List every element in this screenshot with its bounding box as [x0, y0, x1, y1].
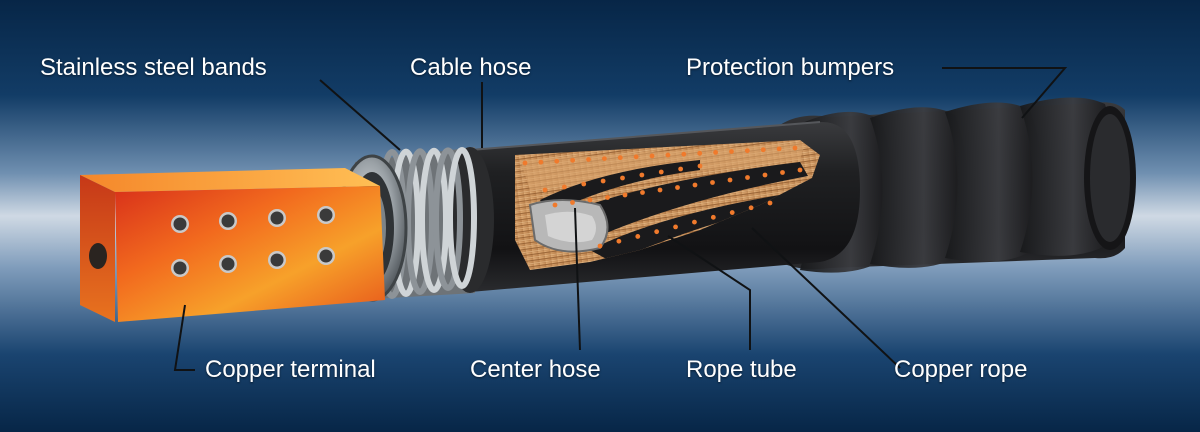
label-rope-tube: Rope tube — [686, 356, 797, 383]
rope-dot — [665, 152, 671, 158]
rope-dot — [797, 167, 803, 173]
rope-dot — [633, 154, 639, 160]
rope-dot — [597, 243, 603, 249]
rope-dot — [602, 156, 607, 161]
rope-dot — [697, 150, 703, 156]
steel-band-ring — [433, 147, 463, 291]
rope-dot — [697, 163, 703, 169]
terminal-hole — [171, 259, 189, 277]
rope-dot — [675, 185, 680, 190]
terminal-hole — [317, 206, 335, 224]
rope-dot — [542, 187, 548, 193]
rope-dot — [678, 166, 684, 172]
rope-dot — [776, 146, 782, 152]
label-stainless-steel-bands: Stainless steel bands — [40, 54, 267, 81]
label-copper-terminal: Copper terminal — [205, 356, 376, 383]
leader-lines — [173, 67, 1068, 371]
rope-dot — [635, 234, 641, 239]
rope-dot — [622, 192, 628, 198]
rope-dot — [587, 197, 593, 203]
terminal-hole — [317, 247, 335, 265]
copper-terminal — [80, 168, 385, 322]
rope-dot — [657, 187, 663, 193]
rope-dot — [538, 159, 544, 165]
rope-dot — [713, 150, 718, 155]
terminal-hole — [219, 212, 237, 230]
rope-dot — [745, 175, 750, 180]
rope-dot — [792, 145, 798, 151]
rope-dot — [654, 229, 660, 235]
rope-dot — [640, 190, 645, 195]
rope-dot — [681, 151, 687, 157]
rope-dot — [729, 149, 734, 154]
label-copper-rope: Copper rope — [894, 356, 1028, 383]
leader-copper-rope — [751, 227, 901, 369]
rope-dot — [658, 169, 664, 175]
rope-dot — [522, 160, 528, 166]
rope-dot — [600, 178, 606, 184]
rope-dot — [692, 182, 698, 188]
rope-dot — [727, 177, 733, 183]
leader-protection-bumpers — [942, 67, 1068, 119]
rope-dot — [620, 175, 625, 181]
label-center-hose: Center hose — [470, 356, 601, 383]
steel-band-ring — [405, 148, 435, 296]
rope-dot — [762, 172, 768, 178]
rope-dot — [729, 210, 735, 215]
rope-dot — [767, 200, 773, 206]
terminal-hole — [268, 209, 286, 227]
rope-dot — [780, 170, 785, 175]
rope-dot — [554, 158, 560, 164]
terminal-hole — [219, 255, 237, 273]
label-protection-bumpers: Protection bumpers — [686, 54, 895, 81]
rope-tube-dots — [522, 145, 803, 249]
rope-dot — [605, 195, 610, 200]
leader-stainless-steel-bands — [319, 79, 401, 151]
label-cable-hose: Cable hose — [410, 54, 532, 81]
rope-dot — [692, 219, 697, 225]
rope-dot — [617, 155, 623, 161]
rope-dot — [586, 157, 591, 162]
leader-copper-terminal — [173, 304, 195, 371]
rope-dot — [748, 205, 754, 211]
rope-dot — [649, 153, 655, 159]
rope-dot — [710, 180, 715, 185]
rope-dot — [673, 224, 678, 230]
rope-dot — [570, 200, 575, 205]
leader-center-hose — [574, 207, 581, 351]
rope-dot — [561, 184, 567, 190]
steel-band-ring — [447, 147, 477, 289]
rope-dot — [570, 157, 576, 163]
rope-dot — [760, 147, 766, 153]
leader-rope-tube — [667, 235, 751, 350]
steel-band-ring — [419, 147, 449, 293]
rope-dot — [552, 202, 558, 208]
rope-dot — [639, 172, 645, 178]
terminal-hole — [171, 215, 189, 233]
rope-dot — [581, 181, 587, 187]
rope-dot — [710, 214, 716, 220]
rope-dot — [616, 238, 622, 244]
rope-dot — [744, 148, 750, 154]
terminal-hole — [268, 251, 286, 269]
